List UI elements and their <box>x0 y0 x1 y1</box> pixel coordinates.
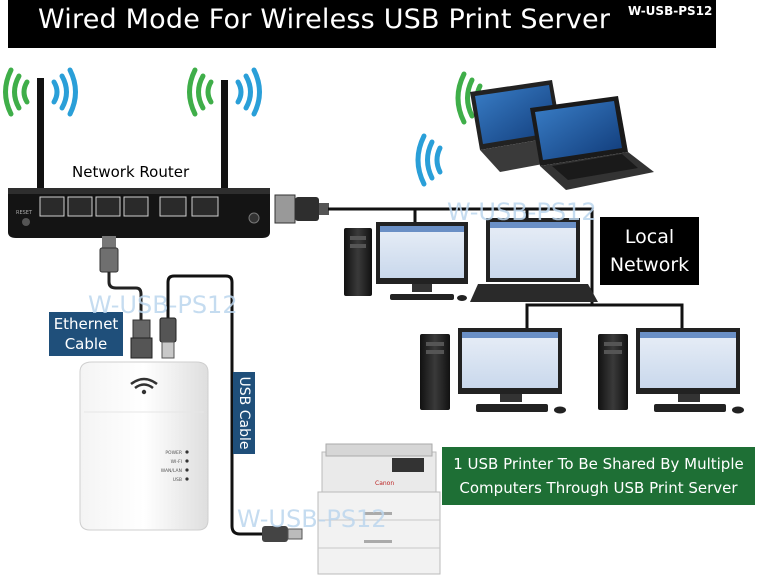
led-label-wan-lan: WAN/LAN <box>161 468 182 474</box>
led-label-power: POWER <box>165 450 182 456</box>
ethernet-cable <box>107 272 143 322</box>
router-antenna-left <box>37 78 44 190</box>
watermark-3: W-USB-PS12 <box>237 505 387 533</box>
router-label: Network Router <box>72 163 190 181</box>
ethernet-cable-label: Ethernet Cable <box>49 312 123 356</box>
wireless-usb-print-server <box>79 361 209 531</box>
title-bar: Wired Mode For Wireless USB Print Server… <box>8 0 716 48</box>
led-label-usb: USB <box>173 477 182 483</box>
desktop-computer-1 <box>344 222 468 301</box>
watermark-2: W-USB-PS12 <box>447 198 597 226</box>
router-reset-label: RESET <box>16 210 33 216</box>
model-code: W-USB-PS12 <box>628 4 713 18</box>
local-network-line1: Local <box>624 226 675 248</box>
ethernet-plug-server <box>130 319 153 359</box>
ethernet-label-line1: Ethernet <box>53 315 119 333</box>
usb-cable-label: USB Cable <box>233 372 255 454</box>
network-router <box>8 188 270 238</box>
ethernet-label-line2: Cable <box>64 335 108 353</box>
watermark-1: W-USB-PS12 <box>88 291 238 319</box>
usb-plug-server <box>159 317 177 359</box>
caption-line2: Computers Through USB Print Server <box>459 479 738 497</box>
usb-cable-label-text: USB Cable <box>236 376 252 450</box>
printer <box>317 443 441 575</box>
led-label-wifi: WI-FI <box>171 459 182 465</box>
desktop-computer-2 <box>420 328 566 414</box>
router-antenna-right <box>221 80 228 190</box>
router-ports <box>39 196 219 217</box>
local-network-line2: Network <box>609 254 690 276</box>
local-network-label: Local Network <box>600 217 699 285</box>
laptop-front <box>530 96 654 190</box>
sharing-caption: 1 USB Printer To Be Shared By Multiple C… <box>442 447 755 505</box>
wifi-waves-icon <box>3 67 483 187</box>
caption-line1: 1 USB Printer To Be Shared By Multiple <box>453 455 744 473</box>
router-network-connector <box>274 194 329 224</box>
usb-plug-printer <box>262 526 303 542</box>
ethernet-connector-top <box>99 236 119 273</box>
printer-brand: Canon <box>375 480 394 487</box>
desktop-computer-3 <box>598 328 744 414</box>
usb-cable <box>166 274 262 536</box>
diagram-title: Wired Mode For Wireless USB Print Server <box>38 4 611 35</box>
laptop-center <box>470 218 598 302</box>
